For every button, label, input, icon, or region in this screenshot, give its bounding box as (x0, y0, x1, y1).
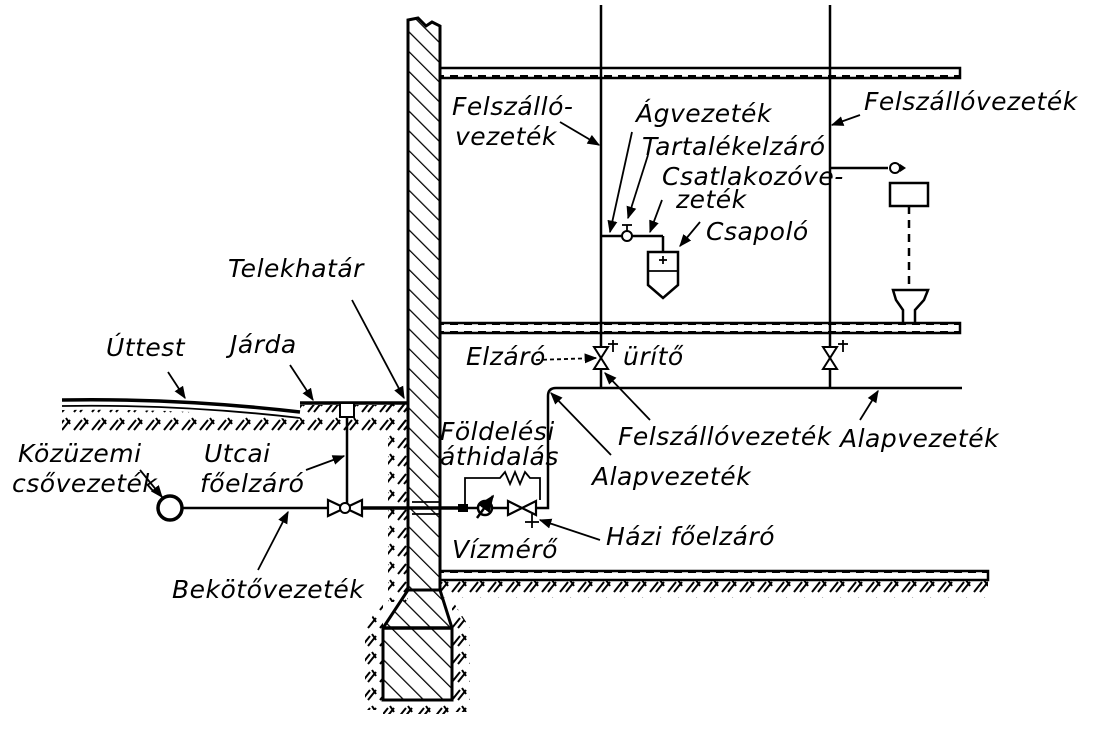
label-grounding-line1: Földelési (440, 417, 555, 446)
label-branch-line: Ágvezeték (634, 99, 773, 128)
boundary-wall (365, 16, 470, 714)
service-pipe (156, 417, 466, 522)
label-property-boundary: Telekhatár (228, 254, 365, 283)
water-meter-assembly (458, 386, 962, 528)
label-connecting-pipe-line1: Csatlakozóve- (662, 162, 844, 191)
leader-arrows (139, 114, 879, 571)
label-reserve-shutoff: Tartalékelzáró (642, 132, 826, 161)
basement-floor (438, 569, 990, 598)
label-public-main-line1: Közüzemi (18, 439, 142, 468)
label-basement-main-mid: Alapvezeték (590, 462, 752, 491)
label-riser-left-line2: vezeték (455, 122, 558, 151)
label-shutoff: Elzáró (466, 342, 546, 371)
toilet-bowl (891, 288, 930, 325)
label-connecting-pipe-line2: zeték (675, 185, 748, 214)
label-grounding-line2: áthidalás (440, 442, 559, 471)
branch-sink (601, 224, 680, 300)
risers (592, 5, 848, 388)
house-main-valve (506, 499, 538, 517)
street-ground (61, 398, 408, 435)
grounding-bypass (464, 469, 541, 504)
label-riser-left-line1: Felszálló- (452, 92, 573, 121)
label-basement-main-right: Alapvezeték (838, 424, 1000, 453)
label-drain: ürítő (623, 342, 684, 371)
label-house-main-valve: Házi főelzáró (606, 522, 775, 551)
label-water-meter: Vízmérő (452, 535, 558, 564)
label-street-valve-line1: Utcai (204, 439, 271, 468)
label-public-main-line2: csővezeték (12, 469, 158, 498)
middle-floor-slab (438, 321, 962, 335)
label-riser-mid: Felszállóvezeték (618, 422, 833, 451)
public-main-symbol (156, 494, 184, 522)
upper-floor-slab (438, 66, 962, 80)
cistern (888, 181, 930, 208)
riser-shutoff-valve-right (821, 346, 839, 370)
tap-fixture (646, 250, 680, 300)
toilet-fixture (830, 162, 930, 325)
reserve-shutoff-symbol (621, 230, 633, 242)
label-sidewalk: Járda (225, 330, 297, 359)
riser-shutoff-valve-left (592, 346, 610, 370)
label-riser-right: Felszállóvezeték (864, 87, 1079, 116)
label-service-pipe: Bekötővezeték (172, 575, 365, 604)
label-roadway: Úttest (106, 332, 186, 362)
label-street-valve-line2: főelzáró (200, 469, 304, 498)
label-tap: Csapoló (706, 217, 809, 246)
